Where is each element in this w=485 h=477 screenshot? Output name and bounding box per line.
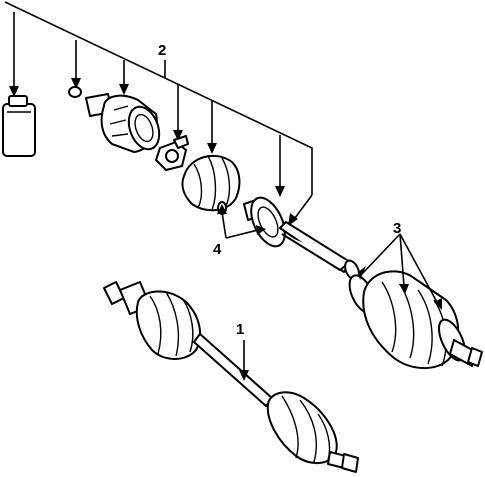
callout-1-label: 1 bbox=[236, 321, 244, 338]
callout-4-leaders bbox=[217, 204, 266, 239]
grease-bottle-icon bbox=[2, 95, 36, 157]
inner-boot-icon bbox=[181, 154, 241, 215]
callout-3-label: 3 bbox=[393, 220, 401, 237]
callout-4-label: 4 bbox=[213, 241, 222, 258]
callout-2-leader-tree bbox=[4, 1, 313, 226]
front-axle-shaft-assembly-icon bbox=[243, 196, 483, 369]
outer-cv-joint-housing-icon bbox=[85, 93, 161, 153]
retaining-ring-icon bbox=[68, 86, 82, 98]
callout-2-label: 2 bbox=[158, 42, 166, 59]
rear-axle-shaft-assembly-icon bbox=[103, 281, 359, 473]
spider-bearing-icon bbox=[155, 135, 189, 171]
